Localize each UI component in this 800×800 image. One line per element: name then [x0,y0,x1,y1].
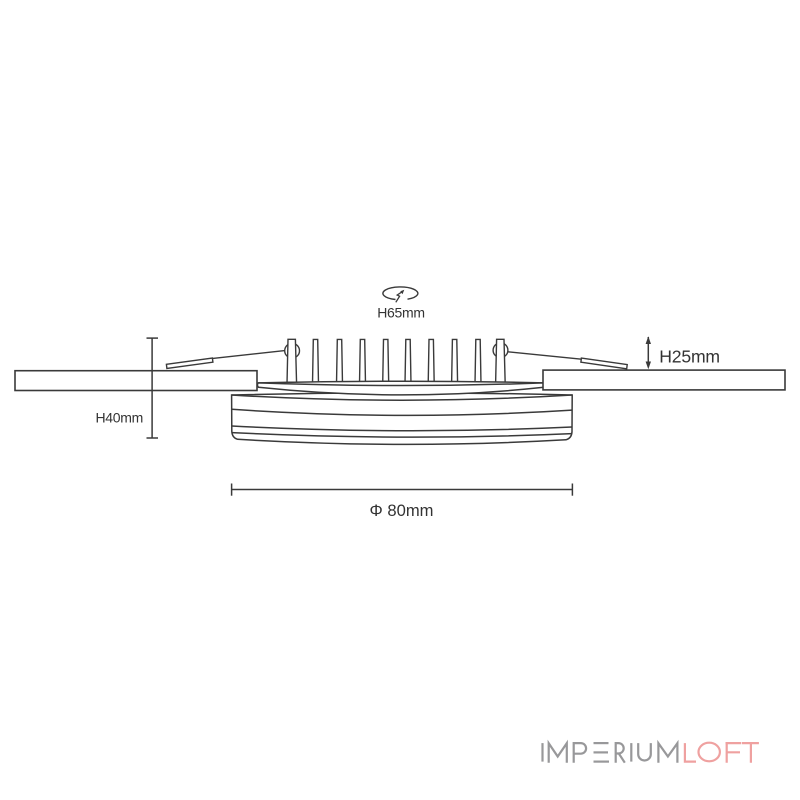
svg-text:H40mm: H40mm [95,410,143,426]
svg-text:H65mm: H65mm [377,305,425,321]
svg-text:Φ 80mm: Φ 80mm [370,501,434,520]
svg-text:H25mm: H25mm [659,346,720,366]
